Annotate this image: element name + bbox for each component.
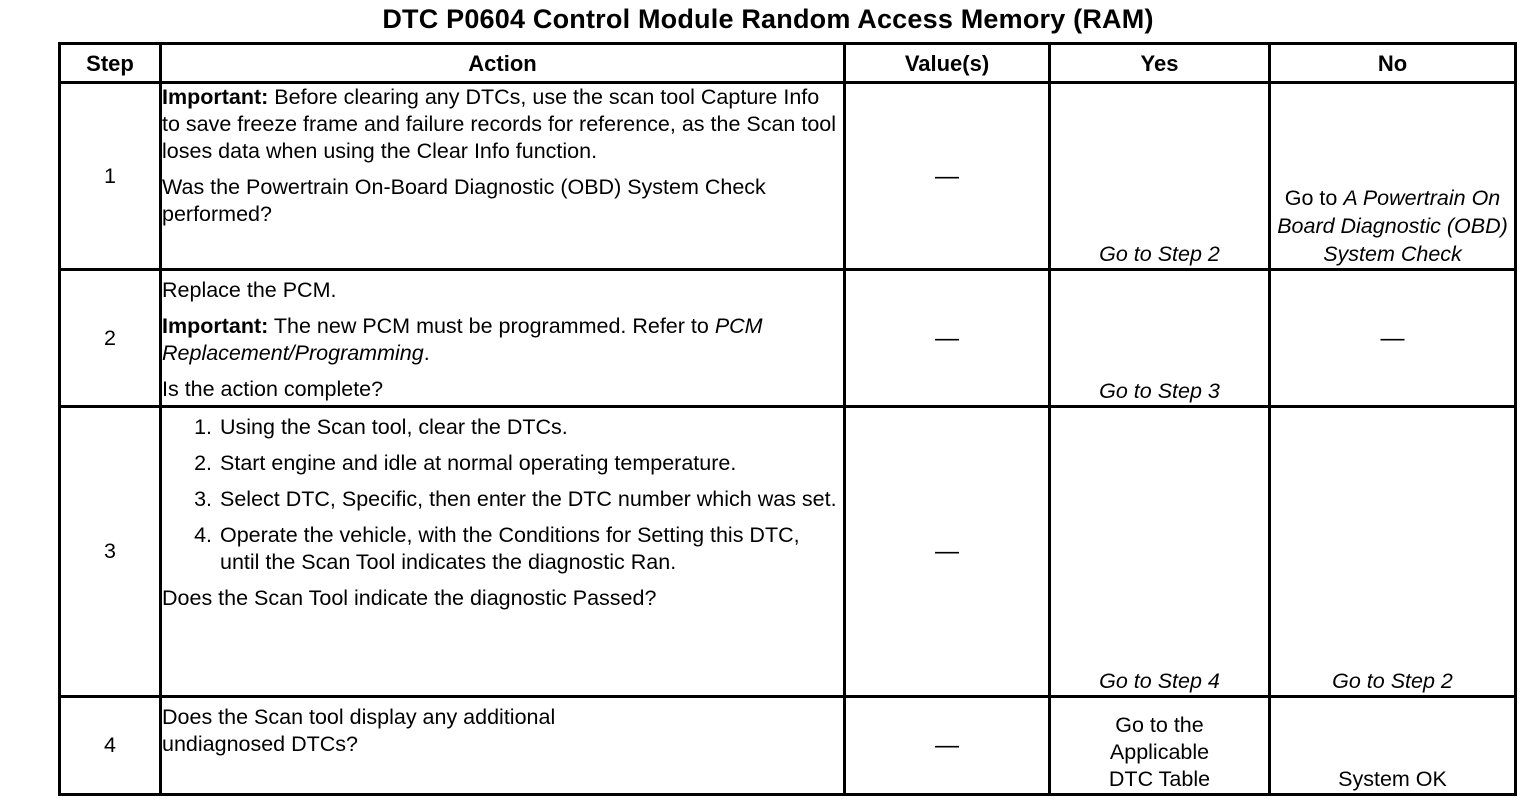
step-number: 2	[58, 268, 162, 408]
action-cell: Using the Scan tool, clear the DTCs. Sta…	[159, 405, 846, 698]
no-cell: System OK	[1268, 695, 1517, 796]
column-header-action: Action	[159, 42, 846, 84]
table-row: 4 Does the Scan tool display any additio…	[58, 695, 1517, 796]
table-row: 2 Replace the PCM. Important: The new PC…	[58, 268, 1517, 408]
page-title: DTC P0604 Control Module Random Access M…	[382, 4, 1154, 34]
action-cell: Does the Scan tool display any additiona…	[159, 695, 846, 796]
important-text: Before clearing any DTCs, use the scan t…	[162, 85, 837, 163]
yes-cell[interactable]: Go to Step 2	[1048, 81, 1271, 271]
diagnostic-table: Step Action Value(s) Yes No 1 Important:…	[58, 42, 1517, 796]
table-row: 1 Important: Before clearing any DTCs, u…	[58, 81, 1517, 271]
no-cell[interactable]: Go to A Powertrain On Board Diagnostic (…	[1268, 81, 1517, 271]
step-number: 1	[58, 81, 162, 271]
action-question: Was the Powertrain On-Board Diagnostic (…	[162, 175, 766, 226]
value-cell: —	[843, 695, 1051, 796]
column-header-step: Step	[58, 42, 162, 84]
important-note: Important: The new PCM must be programme…	[162, 313, 843, 367]
table-header-row: Step Action Value(s) Yes No	[58, 42, 1517, 84]
important-text: The new PCM must be programmed. Refer to	[268, 314, 715, 338]
value-cell: —	[843, 405, 1051, 698]
important-end: .	[423, 341, 430, 365]
action-question: Is the action complete?	[162, 377, 384, 401]
action-cell: Replace the PCM. Important: The new PCM …	[159, 268, 846, 408]
important-label: Important:	[162, 85, 269, 109]
table-row: 3 Using the Scan tool, clear the DTCs. S…	[58, 405, 1517, 698]
action-cell: Important: Before clearing any DTCs, use…	[159, 81, 846, 271]
yes-cell[interactable]: Go to Step 3	[1048, 268, 1271, 408]
important-note: Important: Before clearing any DTCs, use…	[162, 84, 843, 165]
no-prefix: Go to	[1284, 186, 1344, 210]
yes-cell[interactable]: Go to Step 4	[1048, 405, 1271, 698]
step-number: 4	[58, 695, 162, 796]
no-cell[interactable]: Go to Step 2	[1268, 405, 1517, 698]
action-question: Does the Scan tool display any additiona…	[162, 705, 556, 756]
substep-list: Using the Scan tool, clear the DTCs. Sta…	[162, 414, 843, 576]
pcm-replacement-link[interactable]: PCM Replacement/Programming	[162, 314, 763, 365]
substep-item: Start engine and idle at normal operatin…	[218, 450, 843, 477]
step-number: 3	[58, 405, 162, 698]
action-instruction: Replace the PCM.	[162, 278, 337, 302]
substep-item: Select DTC, Specific, then enter the DTC…	[218, 486, 843, 513]
substep-item: Operate the vehicle, with the Conditions…	[218, 522, 843, 576]
column-header-no: No	[1268, 42, 1517, 84]
value-cell: —	[843, 81, 1051, 271]
substep-item: Using the Scan tool, clear the DTCs.	[218, 414, 843, 441]
column-header-yes: Yes	[1048, 42, 1271, 84]
value-cell: —	[843, 268, 1051, 408]
action-question: Does the Scan Tool indicate the diagnost…	[162, 586, 657, 610]
obd-system-check-link[interactable]: A Powertrain On Board Diagnostic (OBD) S…	[1277, 186, 1508, 266]
no-cell: —	[1268, 268, 1517, 408]
column-header-values: Value(s)	[843, 42, 1051, 84]
yes-cell[interactable]: Go to the Applicable DTC Table	[1048, 695, 1271, 796]
important-label: Important:	[162, 314, 269, 338]
